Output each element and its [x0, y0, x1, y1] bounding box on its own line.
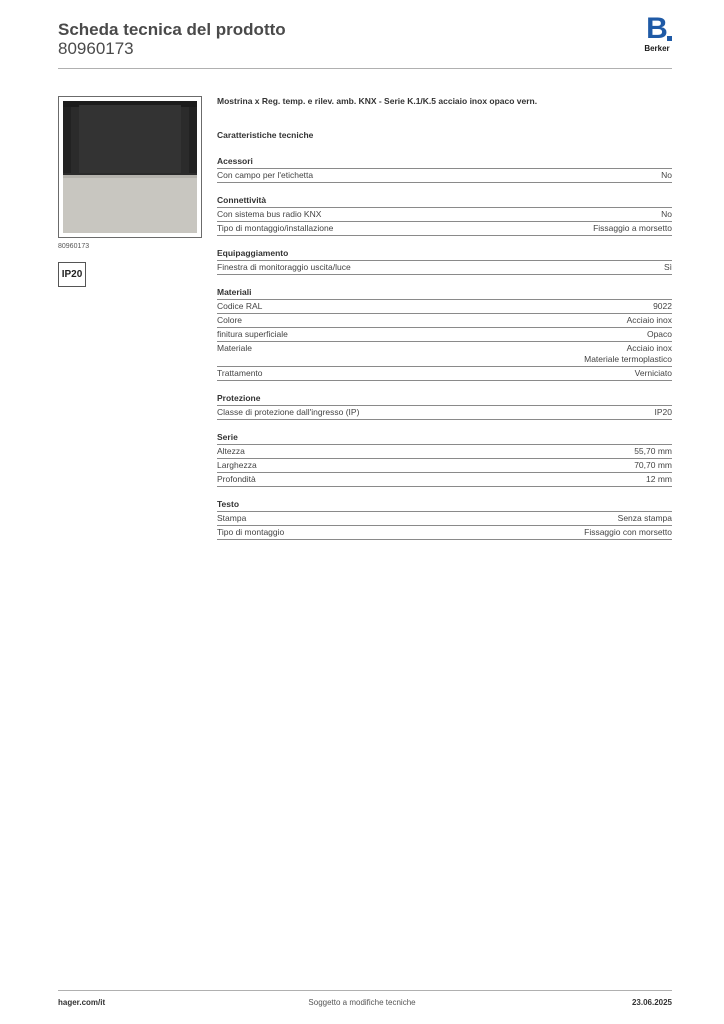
spec-label: Larghezza: [217, 460, 257, 470]
section-title: Serie: [217, 431, 672, 445]
spec-label: Tipo di montaggio/installazione: [217, 223, 334, 233]
image-caption: 80960173: [58, 243, 90, 250]
product-image-graphic: [63, 101, 197, 233]
product-description: Mostrina x Reg. temp. e rilev. amb. KNX …: [217, 96, 538, 106]
spec-label: Profondità: [217, 474, 256, 484]
spec-row: Con sistema bus radio KNX No: [217, 208, 672, 222]
spec-value-line: Fissaggio a morsetto: [593, 223, 672, 233]
logo-name: Berker: [644, 44, 670, 53]
spec-value: Fissaggio con morsetto: [584, 527, 672, 538]
section-title: Protezione: [217, 392, 672, 406]
spec-value: 9022: [653, 301, 672, 312]
spec-label: Tipo di montaggio: [217, 527, 285, 537]
spec-value: Opaco: [647, 329, 672, 340]
spec-value: Senza stampa: [618, 513, 672, 524]
spec-value: Acciaio inox: [627, 315, 672, 326]
spec-row: Profondità 12 mm: [217, 473, 672, 487]
spec-row: Trattamento Verniciato: [217, 367, 672, 381]
header-divider: [58, 68, 672, 69]
spec-value-line: 55,70 mm: [634, 446, 672, 456]
spec-label: Trattamento: [217, 368, 263, 378]
spec-value-line: Acciaio inox: [626, 315, 672, 325]
page-title: Scheda tecnica del prodotto: [58, 20, 286, 39]
spec-label: Finestra di monitoraggio uscita/luce: [217, 262, 351, 272]
spec-row: Finestra di monitoraggio uscita/luce Sì: [217, 261, 672, 275]
spec-value: Verniciato: [635, 368, 672, 379]
product-code: 80960173: [58, 39, 134, 58]
spec-row: finitura superficiale Opaco: [217, 328, 672, 342]
spec-value-line: Opaco: [646, 329, 672, 339]
spec-label: Altezza: [217, 446, 245, 456]
spec-row: Altezza 55,70 mm: [217, 445, 672, 459]
spec-value-line: Fissaggio con morsetto: [584, 527, 672, 537]
spec-value: 55,70 mm: [634, 446, 672, 457]
spec-row: Classe di protezione dall'ingresso (IP) I…: [217, 406, 672, 420]
spec-value-line: IP20: [654, 407, 673, 417]
spec-label: Codice RAL: [217, 301, 263, 311]
features-heading: Caratteristiche tecniche: [217, 130, 314, 140]
spec-value: 70,70 mm: [634, 460, 672, 471]
spec-value: Sì: [664, 262, 672, 273]
spec-value-line: Senza stampa: [617, 513, 672, 523]
spec-row: Larghezza 70,70 mm: [217, 459, 672, 473]
footer-disclaimer: Soggetto a modifiche tecniche: [308, 998, 416, 1007]
product-image: [58, 96, 202, 238]
spec-value: No: [661, 209, 672, 220]
spec-value-line: 12 mm: [646, 474, 672, 484]
spec-value-line: Materiale termoplastico: [584, 354, 672, 364]
section-title: Connettività: [217, 194, 672, 208]
spec-row: Colore Acciaio inox: [217, 314, 672, 328]
footer-website[interactable]: hager.com/it: [58, 998, 106, 1007]
spec-label: Con campo per l'etichetta: [217, 170, 314, 180]
logo-letter: B: [646, 12, 668, 45]
spec-label: finitura superficiale: [217, 329, 288, 339]
spec-value-line: 9022: [653, 301, 672, 311]
spec-row: Tipo di montaggio Fissaggio con morsetto: [217, 526, 672, 540]
spec-row: Stampa Senza stampa: [217, 512, 672, 526]
section-title: Materiali: [217, 286, 672, 300]
spec-label: Stampa: [217, 513, 247, 523]
section-title: Acessori: [217, 155, 672, 169]
spec-row: Codice RAL 9022: [217, 300, 672, 314]
spec-value-line: No: [661, 170, 672, 180]
ip-rating-badge: IP20: [58, 262, 86, 287]
spec-value-line: Verniciato: [634, 368, 672, 378]
spec-value-line: Sì: [663, 262, 672, 272]
spec-value-line: 70,70 mm: [634, 460, 672, 470]
spec-value: 12 mm: [646, 474, 672, 485]
spec-row: Tipo di montaggio/installazione Fissaggio…: [217, 222, 672, 236]
spec-label: Classe di protezione dall'ingresso (IP): [217, 407, 360, 417]
footer-date: 23.06.2025: [631, 998, 672, 1007]
spec-value-line: Acciaio inox: [626, 343, 672, 353]
spec-value-line: No: [661, 209, 672, 219]
spec-value: No: [661, 170, 672, 181]
spec-value: IP20: [655, 407, 673, 418]
berker-logo: B Berker: [640, 12, 674, 56]
spec-label: Colore: [217, 315, 243, 325]
spec-content: Mostrina x Reg. temp. e rilev. amb. KNX …: [217, 95, 672, 551]
logo-dot: [667, 36, 672, 41]
spec-label: Con sistema bus radio KNX: [217, 209, 322, 219]
section-title: Testo: [217, 498, 672, 512]
spec-label: Materiale: [217, 343, 252, 353]
section-title: Equipaggiamento: [217, 247, 672, 261]
spec-row: Con campo per l'etichetta No: [217, 169, 672, 183]
footer-divider: [58, 990, 672, 991]
spec-value: Fissaggio a morsetto: [593, 223, 672, 234]
